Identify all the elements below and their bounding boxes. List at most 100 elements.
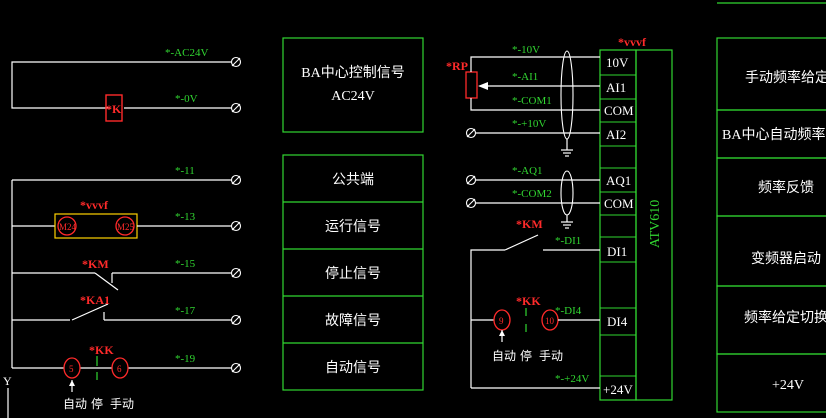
relay-k-coil bbox=[105, 94, 123, 122]
inv-selector-pointer-icon bbox=[499, 330, 505, 336]
signal-stop: 停止信号 bbox=[325, 265, 381, 282]
box-ba-control-voltage: AC24V bbox=[331, 89, 375, 104]
terminal-ai2-input bbox=[465, 127, 477, 139]
contact-km bbox=[94, 272, 119, 291]
inverter-section: *vvvf ATV610 10V AI1 COM AI2 AQ1 COM DI1… bbox=[446, 35, 673, 401]
right-function-boxes: 手动频率给定 BA中心自动频率给 频率反馈 变频器启动 频率给定切换 +24V bbox=[716, 2, 826, 413]
inv-label-aq1: *-AQ1 bbox=[512, 165, 543, 177]
inv-term-ai2: AI2 bbox=[606, 127, 626, 142]
right-label-freq-feedback: 频率反馈 bbox=[758, 179, 814, 196]
inverter-model: ATV610 bbox=[648, 200, 663, 248]
inv-label-di1: *-DI1 bbox=[555, 235, 581, 247]
inv-label-com2: *-COM2 bbox=[512, 188, 552, 200]
signal-fault: 故障信号 bbox=[325, 313, 381, 329]
contact-ka1-tag: *KA1 bbox=[80, 293, 110, 307]
inv-switch-auto-label: 自动 bbox=[492, 349, 516, 363]
inv-label-10v-ai2: *-+10V bbox=[512, 118, 546, 130]
wire-10v bbox=[470, 56, 600, 72]
inv-switch-stop-label: 停 bbox=[520, 348, 532, 363]
wire-ac24v bbox=[11, 61, 232, 109]
wire-common-bus bbox=[470, 249, 505, 388]
contact-ka1 bbox=[71, 303, 109, 321]
potentiometer-rp bbox=[465, 71, 478, 99]
terminal-m24-label: M24 bbox=[59, 222, 77, 232]
label-11: *-11 bbox=[175, 165, 195, 177]
selector-auto-contact bbox=[63, 357, 81, 379]
terminal-m25 bbox=[115, 216, 135, 236]
selector-auto-num: 5 bbox=[69, 364, 74, 374]
terminal-15 bbox=[230, 267, 242, 279]
cable-shield-2 bbox=[560, 170, 574, 216]
kk-inverter-tag: *KK bbox=[516, 294, 541, 308]
wire-com1 bbox=[470, 98, 600, 111]
box-24v bbox=[716, 353, 826, 413]
inv-label-ai1: *-AI1 bbox=[512, 71, 538, 83]
label-17: *-17 bbox=[175, 305, 196, 317]
terminal-ac24v bbox=[230, 56, 242, 68]
inv-label-24v: *-+24V bbox=[555, 373, 589, 385]
inv-selector-manual-num: 10 bbox=[545, 316, 555, 326]
inv-term-10v: 10V bbox=[606, 55, 629, 70]
left-control-circuit: *K M24 M25 *vvvf *KM *KA1 5 6 bbox=[3, 47, 242, 418]
inv-selector-auto-num: 9 bbox=[499, 316, 504, 326]
switch-kk-tag: *KK bbox=[89, 343, 114, 357]
right-label-freq-switch: 频率给定切换 bbox=[744, 309, 826, 326]
label-19: *-19 bbox=[175, 353, 196, 365]
inv-term-aq1: AQ1 bbox=[606, 173, 631, 188]
left-terminals bbox=[230, 56, 242, 374]
inv-term-24v: +24V bbox=[603, 382, 633, 397]
relay-k-tag: *K bbox=[106, 102, 122, 116]
selector-manual-num: 6 bbox=[117, 364, 122, 374]
right-label-manual-freq: 手动频率给定 bbox=[745, 69, 826, 86]
inv-label-com1: *-COM1 bbox=[512, 95, 552, 107]
label-0v: *-0V bbox=[175, 93, 198, 105]
terminal-17 bbox=[230, 314, 242, 326]
label-ac24v: *-AC24V bbox=[165, 47, 208, 59]
inv-label-10v: *-10V bbox=[512, 44, 540, 56]
terminal-13 bbox=[230, 220, 242, 232]
km-inverter-tag: *KM bbox=[516, 217, 543, 231]
signal-run: 运行信号 bbox=[325, 219, 381, 235]
terminal-com2-input bbox=[465, 197, 477, 209]
inv-switch-manual-label: 手动 bbox=[539, 349, 563, 363]
inv-term-di4: DI4 bbox=[607, 314, 628, 329]
contact-km-tag: *KM bbox=[82, 257, 109, 271]
terminal-19 bbox=[230, 362, 242, 374]
inv-term-com1: COM bbox=[604, 103, 634, 118]
right-label-vfd-start: 变频器启动 bbox=[751, 251, 821, 267]
signal-auto: 自动信号 bbox=[325, 360, 381, 376]
selector-manual-contact bbox=[111, 357, 129, 379]
terminal-11 bbox=[230, 174, 242, 186]
signal-common: 公共端 bbox=[332, 172, 374, 188]
signal-box-group: BA中心控制信号 AC24V 公共端 运行信号 停止信号 故障信号 自动信号 bbox=[282, 37, 424, 391]
box-ba-control bbox=[282, 37, 424, 133]
right-label-24v: +24V bbox=[772, 378, 804, 393]
selector-manual-label: 手动 bbox=[110, 397, 134, 411]
wiper-arrow-icon bbox=[478, 82, 488, 90]
label-15: *-15 bbox=[175, 258, 196, 270]
axis-marker-y: Y bbox=[3, 374, 12, 388]
inv-term-di1: DI1 bbox=[607, 244, 627, 259]
vvvf-tag-left: *vvvf bbox=[80, 198, 109, 212]
label-13: *-13 bbox=[175, 211, 196, 223]
terminal-aq1-input bbox=[465, 174, 477, 186]
inv-label-di4: *-DI4 bbox=[555, 305, 582, 317]
terminal-0v bbox=[230, 102, 242, 114]
selector-pointer-icon bbox=[69, 380, 75, 386]
inverter-tag: *vvvf bbox=[618, 35, 647, 49]
right-label-ba-auto-freq: BA中心自动频率给 bbox=[722, 126, 826, 143]
box-vfd-start bbox=[716, 215, 826, 287]
terminal-m25-label: M25 bbox=[117, 222, 135, 232]
selector-auto-label: 自动 bbox=[63, 397, 87, 411]
inverter-model-panel bbox=[635, 49, 673, 401]
cable-shield-1 bbox=[560, 50, 574, 140]
selector-stop-label: 停 bbox=[91, 396, 103, 411]
pot-rp-tag: *RP bbox=[446, 59, 468, 73]
contact-km-inverter bbox=[504, 234, 539, 251]
inv-term-com2: COM bbox=[604, 196, 634, 211]
signal-list-frame bbox=[282, 154, 424, 391]
box-ba-control-title: BA中心控制信号 bbox=[301, 65, 404, 81]
inv-term-ai1: AI1 bbox=[606, 80, 626, 95]
terminal-m24 bbox=[57, 216, 77, 236]
